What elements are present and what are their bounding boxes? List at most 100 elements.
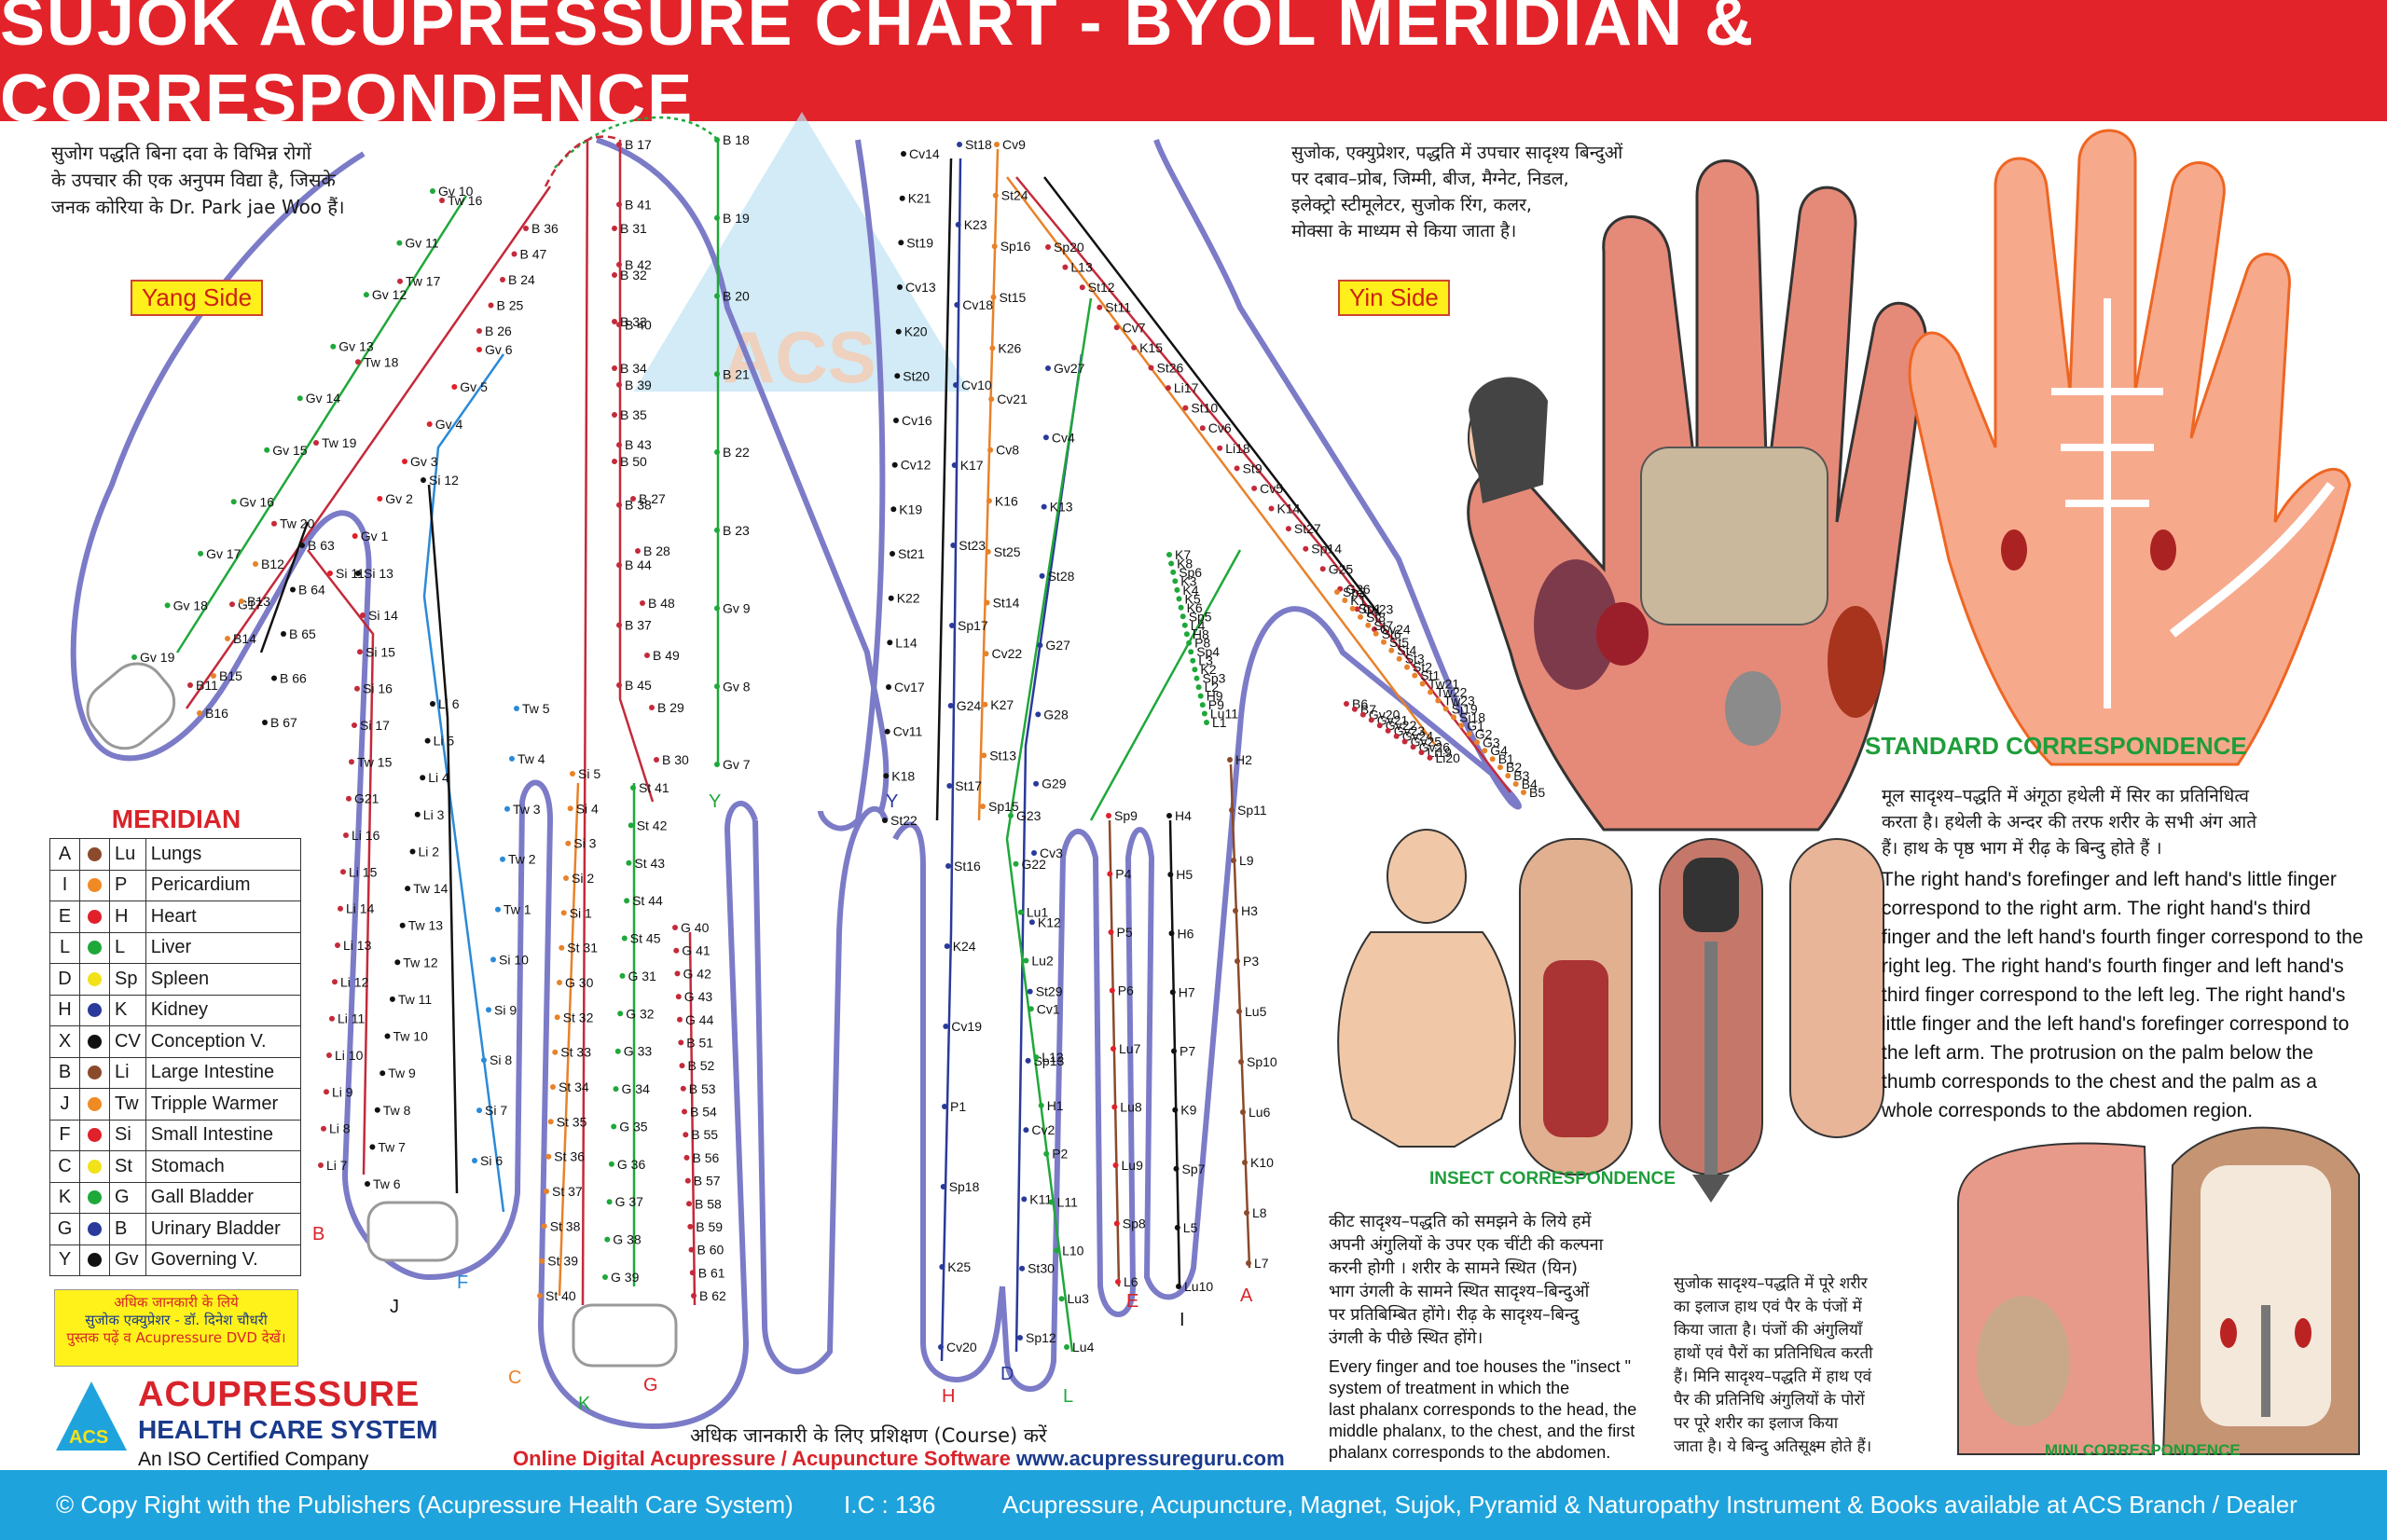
- acupoint-label: Si 9: [494, 1002, 517, 1017]
- legend-name: Urinary Bladder: [145, 1213, 302, 1245]
- acupoint-dot: [424, 737, 431, 744]
- acupoint-dot: [1131, 344, 1138, 351]
- acupoint-dot: [225, 636, 230, 641]
- acupoint-dot: [1234, 465, 1240, 472]
- acupoint-label: Li 2: [419, 845, 440, 859]
- acupoint-dot: [1113, 324, 1120, 331]
- acupoint-dot: [1192, 667, 1198, 673]
- acupoint-label: G 43: [684, 989, 713, 1004]
- acupoint-label: Gv 11: [405, 236, 439, 251]
- acupoint-dot: [379, 1070, 386, 1077]
- acupoint-dot: [883, 773, 890, 779]
- acupoint-dot: [1174, 1224, 1180, 1231]
- acupoint-dot: [1404, 664, 1410, 670]
- acupoint-dot: [938, 1344, 944, 1350]
- acupoint-dot: [628, 822, 634, 829]
- insect-en-line: last phalanx corresponds to the head, th…: [1329, 1400, 1637, 1419]
- acupoint-dot: [1190, 657, 1196, 664]
- acupoint-label: Sp10: [1247, 1054, 1277, 1069]
- acupoint-dot: [604, 1236, 611, 1243]
- acupoint-dot: [1023, 1127, 1029, 1134]
- copyright-text: © Copy Right with the Publishers (Acupre…: [56, 1491, 793, 1519]
- acupoint-dot: [547, 1119, 554, 1125]
- acupoint-dot: [541, 1223, 547, 1230]
- acupoint-label: G 44: [685, 1012, 714, 1027]
- acupoint-label: K13: [1050, 500, 1073, 515]
- acupoint-dot: [1497, 764, 1503, 771]
- legend-name: Kidney: [145, 994, 302, 1026]
- acupoint-label: Li 8: [329, 1121, 351, 1136]
- acupoint-label: G28: [1043, 707, 1069, 722]
- acupoint-label: H8: [1193, 626, 1209, 641]
- li-line: [307, 549, 375, 1176]
- finger-letter: A: [1240, 1286, 1253, 1306]
- acupoint-dot: [1021, 1196, 1028, 1203]
- acupoint-label: Gv 16: [240, 494, 275, 509]
- acupoint-dot: [490, 956, 496, 963]
- legend-name: Pericardium: [145, 869, 302, 901]
- acupoint-dot: [377, 496, 383, 502]
- acupoint-label: Li20: [1436, 750, 1461, 765]
- acupoint-dot: [649, 705, 655, 710]
- acupoint-dot: [1385, 727, 1391, 734]
- legend-name: Tripple Warmer: [145, 1088, 302, 1121]
- meridian-color-dot: [88, 909, 102, 924]
- acupoint-label: Li 6: [438, 696, 460, 711]
- insect-hindi: कीट सादृश्य–पद्धति को समझने के लिये हमें…: [1329, 1210, 1603, 1350]
- acupoint-label: H7: [1179, 984, 1195, 999]
- acupoint-label: Li 13: [343, 938, 372, 953]
- legend-letter: F: [49, 1119, 80, 1151]
- finger-letter: K: [578, 1394, 591, 1414]
- acupoint-dot: [211, 673, 216, 679]
- acupoint-label: Cv17: [894, 680, 925, 694]
- acupoint-label: K7: [1175, 547, 1191, 562]
- standard-english: The right hand's forefinger and left han…: [1882, 865, 2364, 1125]
- acupoint-label: Tw 19: [322, 435, 357, 450]
- acupoint-label: G 37: [615, 1194, 644, 1209]
- acupoint-label: Li 7: [326, 1158, 348, 1173]
- acupoint-dot: [1217, 445, 1223, 451]
- legend-title: MERIDIAN: [111, 804, 241, 833]
- standard-en-line: the left arm. The protrusion on the palm…: [1882, 1042, 2314, 1064]
- insect-hindi-line: करनी होगी । शरीर के सामने स्थित (यिन): [1329, 1258, 1578, 1278]
- acupoint-label: L14: [895, 635, 918, 650]
- acupoint-dot: [451, 384, 458, 390]
- acupoint-dot: [262, 720, 268, 725]
- online-url[interactable]: www.acupressureguru.com: [1015, 1447, 1285, 1470]
- acupoint-dot: [1482, 748, 1488, 754]
- acupoint-label: Gv 9: [723, 601, 751, 616]
- insect-en-line: middle phalanx, to the chest, and the fi…: [1329, 1422, 1635, 1440]
- acupoint-dot: [987, 447, 994, 453]
- palm-organs-illustration: [1467, 159, 1927, 832]
- acupoint-dot: [1111, 1046, 1116, 1052]
- acupoint-label: B 59: [696, 1219, 723, 1234]
- acupoint-label: B 24: [508, 272, 535, 287]
- acupoint-dot: [313, 440, 319, 446]
- finger-letter: H: [942, 1386, 955, 1407]
- acupoint-dot: [677, 1016, 683, 1023]
- acupoint-label: Si 14: [368, 608, 398, 623]
- acupoint-dot: [327, 571, 333, 576]
- legend-name: Stomach: [145, 1150, 302, 1183]
- acupoint-label: Sp6: [1179, 565, 1202, 580]
- acupoint-dot: [898, 240, 904, 246]
- acupoint-label: Li 4: [428, 770, 449, 785]
- acs-logo: ACS: [56, 1382, 127, 1451]
- insect-illustrations: [1337, 829, 1884, 1203]
- acupoint-dot: [672, 925, 678, 930]
- acupoint-label: Gv26: [1419, 739, 1451, 754]
- legend-dot: [79, 1025, 110, 1058]
- acupoint-label: Sp8: [1123, 1217, 1146, 1231]
- acupoint-dot: [1373, 630, 1379, 637]
- acupoint-label: B 26: [485, 323, 512, 338]
- acupoint-dot: [357, 649, 363, 655]
- acupoint-label: Li 16: [352, 828, 380, 843]
- acupoint-dot: [1246, 1260, 1251, 1266]
- yang-middle-nail: [572, 1303, 678, 1368]
- acupoint-dot: [644, 653, 650, 658]
- acupoint-dot: [1195, 684, 1202, 691]
- acupoint-dot: [1359, 711, 1366, 718]
